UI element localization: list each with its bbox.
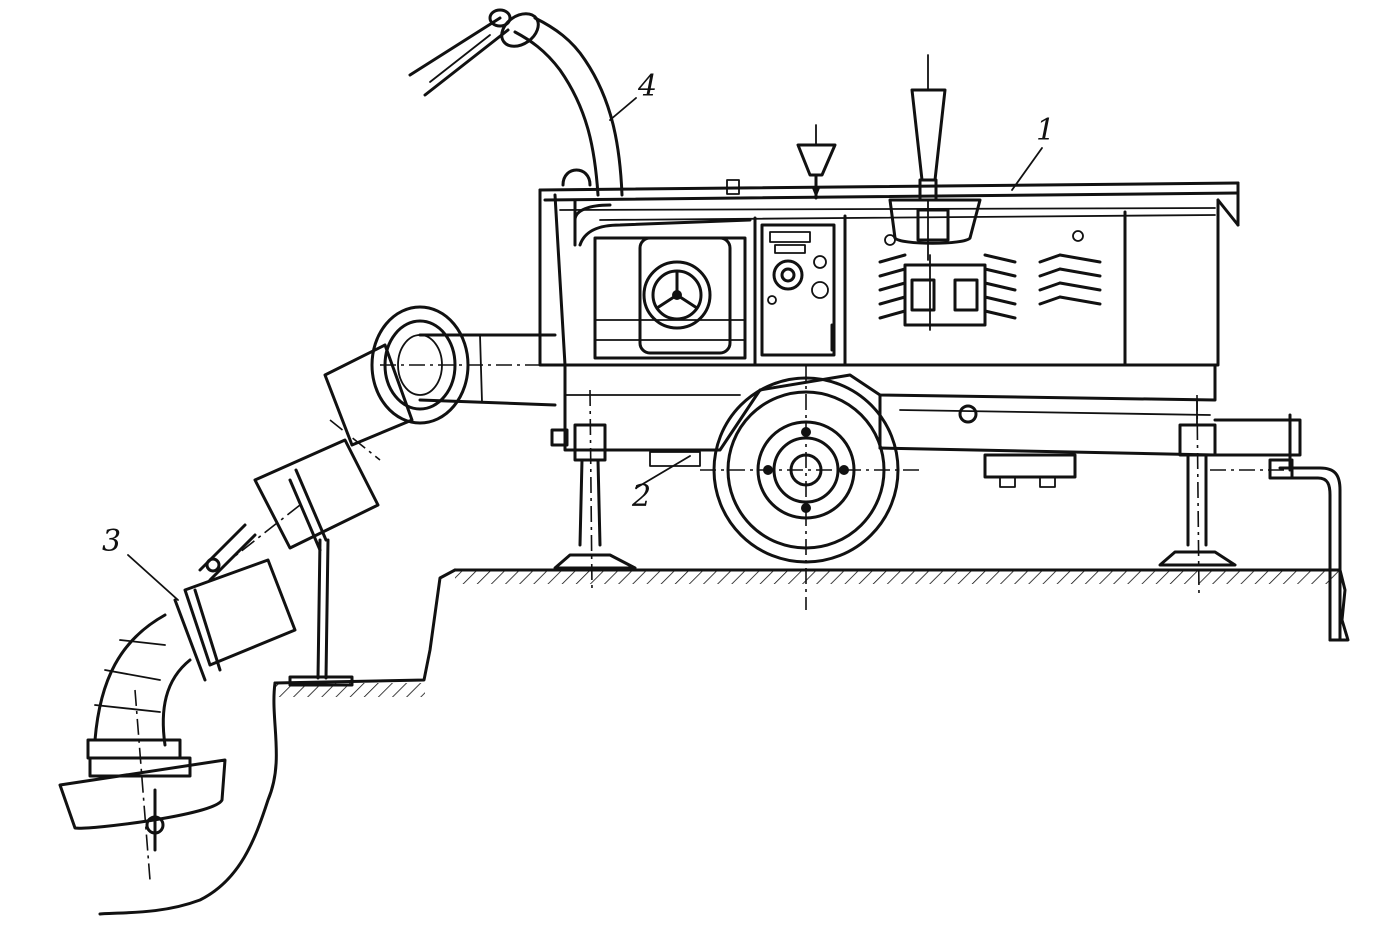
discharge-hose <box>408 8 624 247</box>
callout-1: 1 <box>1036 113 1056 148</box>
ground <box>98 568 1350 916</box>
callout-3: 3 <box>102 524 122 559</box>
centre-lines <box>134 364 1290 881</box>
callout-2: 2 <box>632 479 652 514</box>
leader-lines <box>127 97 1043 601</box>
engine <box>578 218 836 360</box>
support-jacks <box>550 399 1237 570</box>
top-fixtures <box>561 54 982 261</box>
louvres <box>878 230 1102 331</box>
callout-4: 4 <box>638 69 658 104</box>
